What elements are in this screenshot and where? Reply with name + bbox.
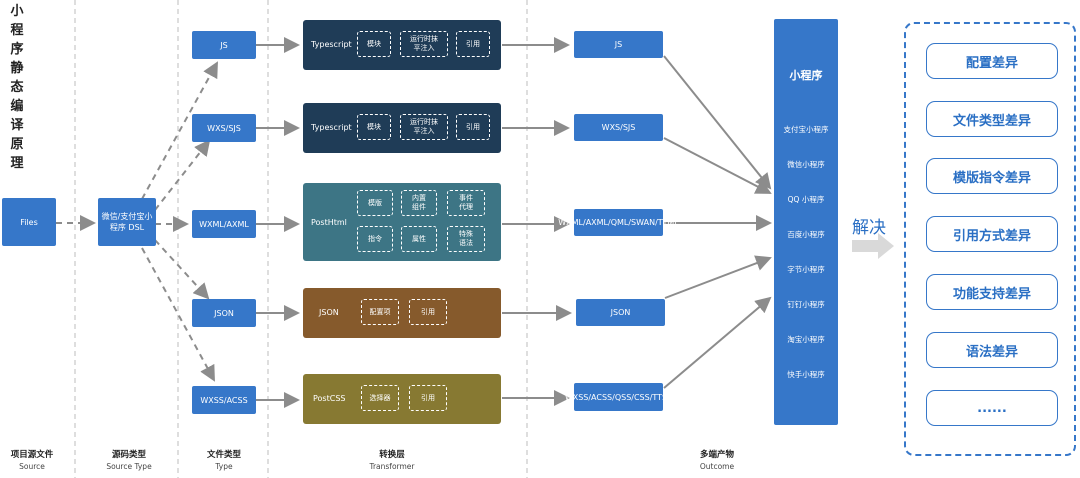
title-char: 程: [10, 23, 24, 38]
files-node: Files: [2, 198, 56, 246]
title-char: 静: [10, 61, 24, 76]
difference-item: 引用方式差异: [926, 216, 1058, 252]
transformer-item: 指令: [357, 226, 393, 252]
transformer-postcss: PostCSS 选择器 引用: [303, 374, 501, 424]
footer-transformer: 转换层 Transformer: [352, 448, 432, 471]
outcome-item: 钉钉小程序: [787, 300, 825, 309]
footer-outcome: 多端产物 Outcome: [680, 448, 754, 471]
output-node-json: JSON: [576, 299, 665, 326]
type-node-wxss: WXSS/ACSS: [192, 386, 256, 414]
title-char: 理: [10, 156, 24, 171]
transformer-posthtml: PostHtml 模版 内置组件 事件代理 指令 属性 特殊语法: [303, 183, 501, 261]
footer-source: 项目源文件 Source: [0, 448, 64, 471]
transformer-item: 运行时抹平注入: [400, 114, 448, 140]
title-char: 小: [10, 4, 24, 19]
transformer-label: Typescript: [311, 123, 352, 132]
solve-label: 解决: [852, 218, 886, 238]
type-node-wxs: WXS/SJS: [192, 114, 256, 142]
outcome-item: QQ 小程序: [787, 195, 825, 204]
difference-item: 语法差异: [926, 332, 1058, 368]
transformer-item: 模版: [357, 190, 393, 216]
dashed-arrows: [56, 61, 218, 382]
differences-panel: [904, 22, 1076, 456]
transformer-json: JSON 配置项 引用: [303, 288, 501, 338]
transformer-item: 特殊语法: [447, 226, 485, 252]
transformer-label: Typescript: [311, 40, 352, 49]
footer-cn: 文件类型: [206, 450, 241, 460]
output-node-wxs: WXS/SJS: [574, 114, 663, 141]
footer-source-type: 源码类型 Source Type: [92, 448, 166, 471]
transformer-item: 模块: [357, 114, 391, 140]
outcome-item: 微信小程序: [787, 160, 825, 169]
transformer-label: PostHtml: [311, 218, 347, 227]
footer-cn: 多端产物: [699, 450, 734, 460]
outcome-item: 支付宝小程序: [783, 125, 829, 134]
transformer-item: 模块: [357, 31, 391, 57]
footer-cn: 项目源文件: [10, 450, 54, 460]
transformer-item: 配置项: [361, 299, 399, 325]
transformer-typescript-wxs: Typescript 模块 运行时抹平注入 引用: [303, 103, 501, 153]
footer-en: Source Type: [106, 462, 152, 471]
transformer-item: 事件代理: [447, 190, 485, 216]
title-char: 原: [10, 137, 24, 152]
title-char: 态: [10, 80, 24, 95]
transformer-item: 引用: [456, 31, 490, 57]
transformer-item: 引用: [409, 385, 447, 411]
outcome-item: 字节小程序: [787, 265, 825, 274]
footer-type: 文件类型 Type: [192, 448, 256, 471]
outcome-item: 淘宝小程序: [787, 335, 825, 344]
type-node-js: JS: [192, 31, 256, 59]
output-node-js: JS: [574, 31, 663, 58]
type-node-json: JSON: [192, 299, 256, 327]
outcome-title: 小程序: [789, 69, 823, 82]
footer-en: Transformer: [369, 462, 415, 471]
title-char: 序: [10, 42, 24, 57]
title-char: 译: [10, 118, 24, 133]
transformer-item: 选择器: [361, 385, 399, 411]
footer-en: Outcome: [699, 462, 735, 471]
title-char: 编: [10, 99, 24, 114]
transformer-label: PostCSS: [313, 394, 346, 403]
footer-en: Type: [215, 462, 233, 471]
output-node-wxss: WXSS/ACSS/QSS/CSS/TTSS: [565, 383, 672, 411]
transformer-item: 属性: [401, 226, 437, 252]
footer-cn: 转换层: [379, 450, 405, 460]
transformer-item: 引用: [409, 299, 447, 325]
solve-arrow: [852, 233, 894, 259]
footer-cn: 源码类型: [111, 450, 146, 460]
footer-en: Source: [19, 462, 45, 471]
transformer-typescript-js: Typescript 模块 运行时抹平注入 引用: [303, 20, 501, 70]
type-node-wxml: WXML/AXML: [192, 210, 256, 238]
output-node-wxml: WXML/AXML/QML/SWAN/TTML: [558, 209, 679, 236]
solid-arrows: [256, 37, 772, 408]
transformer-item: 内置组件: [401, 190, 437, 216]
transformer-item: 引用: [456, 114, 490, 140]
vertical-title: 小 程 序 静 态 编 译 原 理: [4, 2, 30, 173]
outcome-item: 百度小程序: [787, 230, 825, 239]
transformer-item: 运行时抹平注入: [400, 31, 448, 57]
difference-item: 模版指令差异: [926, 158, 1058, 194]
difference-item: 配置差异: [926, 43, 1058, 79]
difference-item: 文件类型差异: [926, 101, 1058, 137]
outcome-item: 快手小程序: [787, 370, 825, 379]
transformer-label: JSON: [319, 308, 339, 317]
difference-item: ......: [926, 390, 1058, 426]
difference-item: 功能支持差异: [926, 274, 1058, 310]
source-dsl-node: 微信/支付宝小程序 DSL: [98, 198, 156, 246]
outcome-panel: 小程序 支付宝小程序 微信小程序 QQ 小程序 百度小程序 字节小程序 钉钉小程…: [774, 19, 838, 425]
